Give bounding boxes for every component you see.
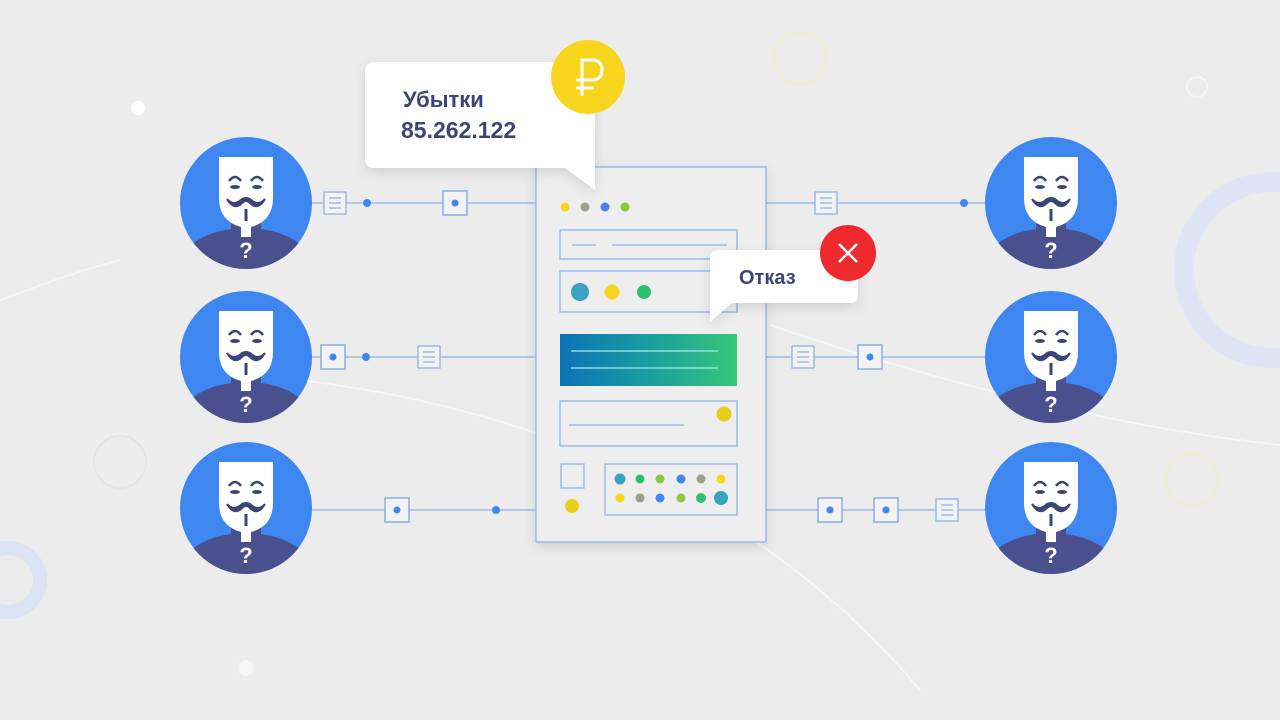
highlighted-field bbox=[560, 334, 737, 386]
decor-dot bbox=[238, 660, 254, 676]
anonymous-avatar: ? bbox=[171, 442, 321, 578]
question-mark: ? bbox=[1044, 392, 1057, 417]
node-dot bbox=[363, 199, 371, 207]
form-field-text bbox=[559, 229, 738, 260]
decor-dot bbox=[131, 101, 145, 115]
anonymous-avatar: ? bbox=[976, 442, 1126, 578]
data-packet-icon bbox=[384, 497, 410, 523]
data-packet-icon bbox=[857, 344, 883, 370]
question-mark: ? bbox=[239, 392, 252, 417]
loss-bubble: Убытки 85.262.122 bbox=[365, 40, 625, 190]
loss-amount: 85.262.122 bbox=[401, 117, 516, 143]
question-mark: ? bbox=[239, 238, 252, 263]
node-dot bbox=[362, 353, 370, 361]
connector-nodes bbox=[320, 190, 968, 523]
anonymous-users: ? ? ? ? ? ? bbox=[171, 137, 1126, 578]
document-icon bbox=[935, 498, 959, 522]
decor-ring bbox=[93, 435, 147, 489]
question-mark: ? bbox=[239, 543, 252, 568]
decor-ring bbox=[1165, 453, 1219, 507]
question-mark: ? bbox=[1044, 238, 1057, 263]
decor-dot bbox=[1186, 76, 1208, 98]
data-packet-icon bbox=[442, 190, 468, 216]
anonymous-avatar: ? bbox=[976, 137, 1126, 273]
form-field-options bbox=[559, 270, 738, 313]
node-dot bbox=[960, 199, 968, 207]
document-icon bbox=[791, 345, 815, 369]
document-icon bbox=[417, 345, 441, 369]
anonymous-avatar: ? bbox=[976, 291, 1126, 427]
refusal-label: Отказ bbox=[739, 267, 796, 289]
node-dot bbox=[492, 506, 500, 514]
decor-ring bbox=[1174, 172, 1280, 368]
close-icon bbox=[820, 225, 876, 281]
status-dots bbox=[560, 202, 630, 212]
refusal-bubble: Отказ bbox=[710, 225, 876, 322]
data-packet-icon bbox=[320, 344, 346, 370]
form-field-input bbox=[559, 400, 738, 447]
decor-curve bbox=[0, 259, 121, 301]
anonymous-avatar: ? bbox=[171, 291, 321, 427]
document-icon bbox=[323, 191, 347, 215]
document-icon bbox=[814, 191, 838, 215]
anonymous-avatar: ? bbox=[171, 137, 321, 273]
ruble-icon bbox=[551, 40, 625, 114]
loss-title: Убытки bbox=[403, 87, 484, 112]
decor-ring bbox=[773, 31, 827, 85]
decor-ring bbox=[0, 541, 47, 619]
data-packet-icon bbox=[817, 497, 843, 523]
color-grid bbox=[604, 463, 738, 516]
checkbox-icon bbox=[560, 463, 585, 489]
data-packet-icon bbox=[873, 497, 899, 523]
document-form bbox=[535, 166, 767, 543]
question-mark: ? bbox=[1044, 543, 1057, 568]
indicator-dot bbox=[565, 499, 579, 513]
